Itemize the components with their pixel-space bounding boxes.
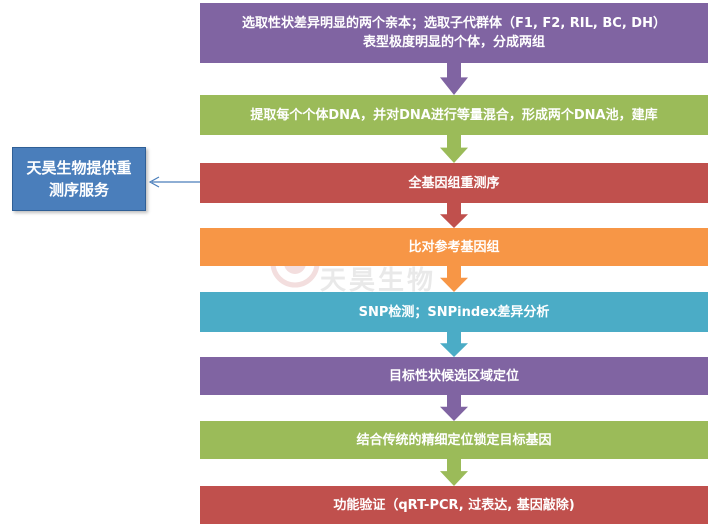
flow-step-1-text: 表型极度明显的个体，分成两组 [362, 35, 545, 50]
flow-step-3-text: 全基因组重测序 [408, 175, 500, 191]
connector-arrow-icon [148, 176, 200, 188]
flow-step-3: 全基因组重测序 [200, 163, 708, 203]
down-arrow-icon [440, 459, 468, 486]
down-arrow-icon [440, 395, 468, 421]
flow-step-1: 选取性状差异明显的两个亲本；选取子代群体（F1, F2, RIL, BC, DH… [200, 3, 708, 63]
down-arrow-icon [440, 135, 468, 163]
flow-step-6: 目标性状候选区域定位 [200, 357, 708, 395]
flow-step-8-text: 功能验证（qRT-PCR, 过表达, 基因敲除) [333, 497, 575, 513]
flow-step-7: 结合传统的精细定位锁定目标基因 [200, 421, 708, 459]
flow-step-5: SNP检测；SNPindex差异分析 [200, 292, 708, 332]
flow-step-2: 提取每个个体DNA，并对DNA进行等量混合，形成两个DNA池，建库 [200, 95, 708, 135]
flow-step-4: 比对参考基因组 [200, 228, 708, 266]
down-arrow-icon [440, 203, 468, 228]
down-arrow-icon [440, 63, 468, 95]
flow-step-1-text: 选取性状差异明显的两个亲本；选取子代群体（F1, F2, RIL, BC, DH… [242, 16, 666, 31]
flow-step-8: 功能验证（qRT-PCR, 过表达, 基因敲除) [200, 486, 708, 524]
flow-step-6-text: 目标性状候选区域定位 [388, 368, 519, 384]
flow-step-7-text: 结合传统的精细定位锁定目标基因 [356, 432, 552, 448]
service-note-box: 天昊生物提供重测序服务 [12, 147, 146, 211]
service-note-text: 天昊生物提供重测序服务 [26, 159, 132, 199]
flow-step-5-text: SNP检测；SNPindex差异分析 [358, 304, 550, 320]
down-arrow-icon [440, 266, 468, 292]
flow-step-2-text: 提取每个个体DNA，并对DNA进行等量混合，形成两个DNA池，建库 [250, 107, 658, 123]
flow-step-4-text: 比对参考基因组 [408, 239, 500, 255]
down-arrow-icon [440, 332, 468, 357]
